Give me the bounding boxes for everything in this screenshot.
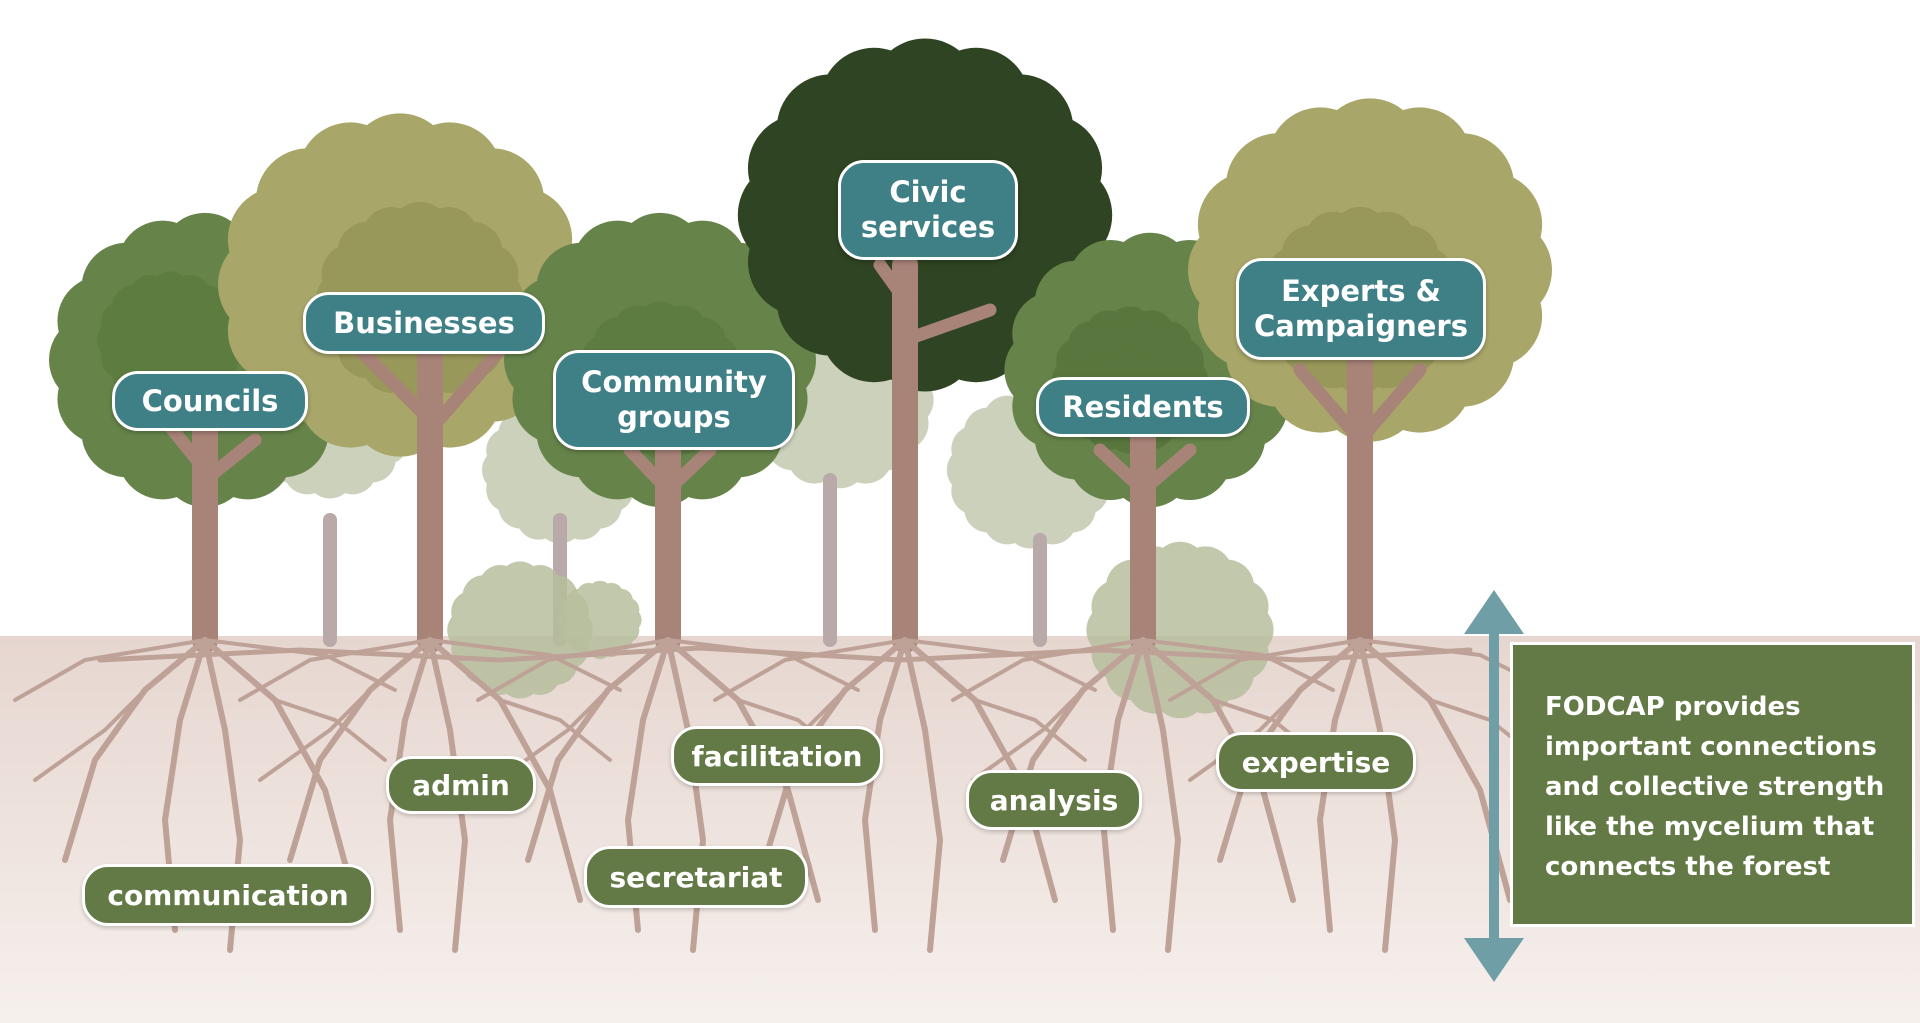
root-2-0: [525, 637, 671, 863]
label-businesses: Businesses: [303, 292, 545, 354]
root-5-4: [1168, 638, 1362, 702]
root-1-6: [258, 688, 372, 782]
root-1-0: [287, 637, 433, 863]
root-label-secretariat: secretariat: [584, 846, 808, 908]
label-experts-campaigners: Experts & Campaigners: [1236, 258, 1486, 360]
root-0-6: [33, 688, 147, 782]
branch-4-1: [1136, 443, 1197, 497]
root-0-5: [203, 638, 397, 692]
label-residents: Residents: [1036, 377, 1250, 437]
depth-arrow: [1464, 590, 1524, 982]
root-0-3: [202, 637, 358, 903]
root-3-4: [713, 638, 907, 702]
root-label-admin: admin: [386, 756, 536, 814]
root-0-7: [273, 698, 387, 762]
root-label-expertise: expertise: [1216, 732, 1416, 792]
root-5-6: [1188, 688, 1302, 782]
branch-4-0: [1093, 443, 1150, 497]
root-0-4: [13, 638, 207, 702]
branch-0-1: [198, 433, 262, 487]
mycelium-connection: [97, 645, 1473, 663]
root-label-analysis: analysis: [966, 770, 1142, 830]
root-3-3: [902, 637, 1058, 903]
branch-2-0: [623, 443, 675, 497]
info-text: FODCAP provides important connections an…: [1545, 692, 1885, 882]
root-3-0: [762, 637, 908, 863]
background-shrub-1: [1086, 541, 1274, 719]
label-councils: Councils: [112, 371, 308, 431]
root-1-4: [238, 638, 432, 702]
root-label-communication: communication: [82, 864, 374, 926]
branch-1-1: [423, 343, 507, 437]
branch-5-1: [1353, 363, 1427, 447]
branch-1-0: [353, 343, 437, 427]
label-civic-services: Civic services: [838, 160, 1018, 260]
arrow-shaft: [1489, 625, 1499, 945]
root-4-4: [951, 638, 1145, 702]
info-box: FODCAP provides important connections an…: [1510, 642, 1915, 927]
root-2-4: [476, 638, 670, 702]
branch-2-1: [661, 443, 717, 497]
root-1-3: [427, 637, 583, 903]
root-4-2: [1140, 637, 1181, 953]
root-3-2: [902, 637, 943, 953]
root-1-7: [498, 698, 612, 762]
label-community-groups: Community groups: [553, 350, 795, 450]
root-0-0: [62, 637, 208, 863]
arrow-head-up: [1464, 590, 1524, 634]
arrow-head-down: [1464, 938, 1524, 982]
branch-3-1: [873, 258, 912, 307]
branch-5-0: [1293, 363, 1367, 447]
root-3-7: [973, 698, 1087, 762]
root-4-6: [971, 688, 1085, 782]
branch-3-0: [898, 303, 997, 347]
root-label-facilitation: facilitation: [671, 726, 883, 786]
root-5-0: [1217, 637, 1363, 863]
